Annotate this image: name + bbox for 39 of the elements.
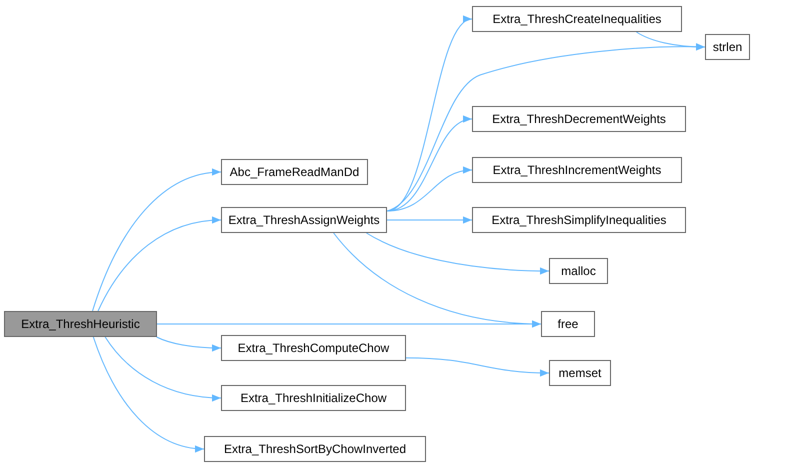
function-box	[472, 6, 682, 32]
function-box	[541, 311, 595, 337]
function-name: Extra_ThreshInitializeChow	[240, 391, 387, 405]
function-name: strlen	[712, 40, 742, 54]
function-name: malloc	[561, 264, 596, 278]
function-box	[221, 335, 406, 361]
function-box	[472, 106, 686, 132]
call-arrow	[386, 43, 706, 212]
highlighted-function-box	[4, 311, 157, 337]
function-box	[472, 207, 686, 233]
call-arrow	[92, 336, 204, 452]
call-arrow	[406, 357, 550, 376]
function-box	[549, 360, 611, 386]
call-arrow	[156, 336, 222, 352]
call-arrow	[92, 169, 222, 312]
call-arrow	[386, 216, 472, 224]
function-box	[221, 159, 368, 185]
function-box	[549, 258, 608, 284]
function-name: Extra_ThreshAssignWeights	[228, 213, 380, 227]
function-name: Extra_ThreshComputeChow	[238, 341, 390, 355]
function-name: Abc_FrameReadManDd	[230, 165, 360, 179]
call-arrow	[98, 216, 222, 312]
function-name: Extra_ThreshHeuristic	[21, 317, 140, 331]
function-name: memset	[558, 366, 602, 380]
call-arrow	[156, 320, 542, 328]
function-box	[472, 157, 682, 183]
function-name: Extra_ThreshSimplifyInequalities	[492, 213, 666, 227]
call-arrow	[366, 232, 550, 274]
call-arrow	[386, 167, 472, 212]
call-arrow	[104, 336, 222, 402]
function-name: Extra_ThreshIncrementWeights	[492, 163, 662, 177]
function-name: Extra_ThreshCreateInequalities	[492, 12, 662, 26]
function-box	[221, 207, 387, 233]
function-name: Extra_ThreshSortByChowInverted	[224, 442, 406, 456]
function-name: free	[558, 317, 578, 331]
function-box	[705, 34, 750, 60]
function-box	[221, 385, 406, 411]
function-name: Extra_ThreshDecrementWeights	[492, 112, 666, 126]
function-box	[204, 436, 426, 462]
